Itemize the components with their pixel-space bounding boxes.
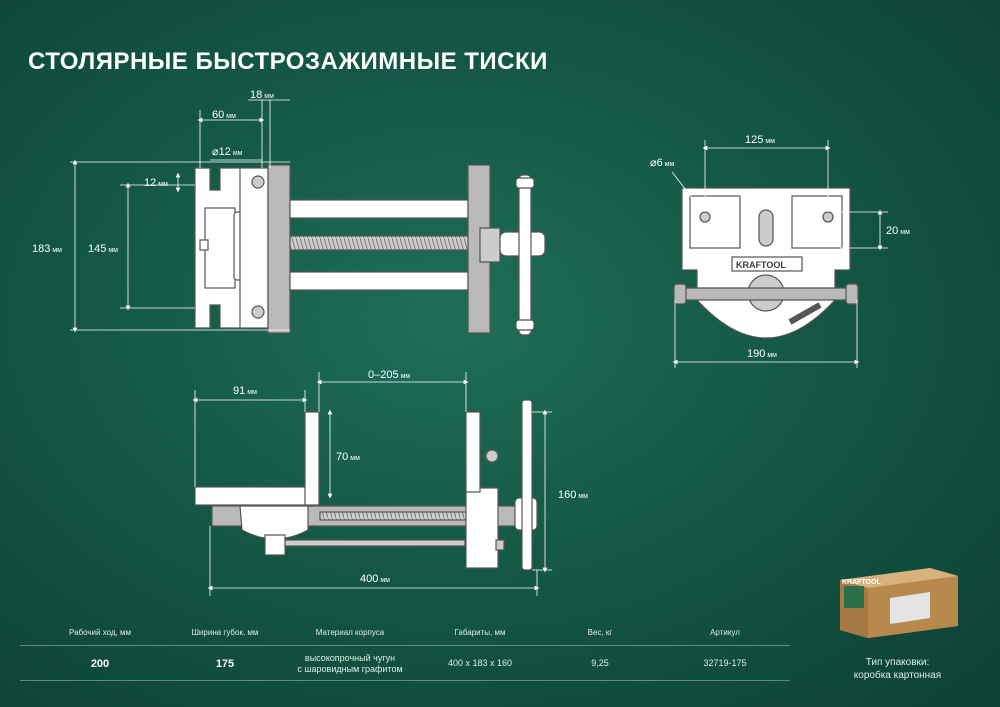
- packaging-label-line1: Тип упаковки:: [865, 657, 930, 668]
- front-jaw-side: [465, 487, 499, 569]
- table-cell: 400 x 183 x 160: [447, 658, 513, 668]
- t-handle: [518, 174, 532, 336]
- handle-bar: [674, 287, 858, 301]
- table-header: Артикул: [710, 628, 740, 637]
- packaging-label-line2: коробка картонная: [853, 670, 942, 681]
- rear-jaw-plate: [267, 164, 291, 334]
- handle-side: [521, 399, 533, 571]
- table-cell: 9,25: [591, 658, 609, 668]
- table-divider: [20, 680, 790, 681]
- brand-logo: KRAFTOOL: [736, 260, 786, 270]
- page-title: СТОЛЯРНЫЕ БЫСТРОЗАЖИМНЫЕ ТИСКИ: [28, 48, 548, 75]
- guide-rod: [289, 199, 469, 219]
- packaging-box: KRAFTOOL: [840, 568, 958, 638]
- table-header: Материал корпуса: [315, 628, 385, 637]
- table-divider: [20, 645, 790, 646]
- table-header: Вес, кг: [587, 628, 613, 637]
- rear-jaw-side: [304, 411, 320, 506]
- table-header: Рабочий ход, мм: [69, 628, 131, 637]
- lead-screw: [289, 235, 476, 251]
- table-cell: 32719-175: [703, 658, 747, 668]
- brand-plate: [731, 256, 803, 272]
- table-cell: 200: [90, 658, 110, 670]
- table-cell: высокопрочный чугун с шаровидным графито…: [297, 653, 403, 674]
- front-view: [673, 187, 859, 339]
- table-cell: 175: [215, 658, 235, 670]
- table-header: Габариты, мм: [454, 628, 506, 637]
- packaging-label: Тип упаковки: коробка картонная: [840, 656, 955, 682]
- table-header: Ширина губок, мм: [191, 628, 259, 637]
- mount-plate: [194, 486, 308, 506]
- release-rod: [284, 539, 466, 547]
- top-view: [194, 164, 546, 336]
- mount-hole: [251, 175, 265, 189]
- slot: [758, 209, 774, 247]
- box-brand: KRAFTOOL: [842, 579, 881, 586]
- nut-block: [239, 505, 309, 540]
- side-view: [194, 399, 538, 571]
- guide-rod: [289, 271, 469, 291]
- release-knob: [485, 449, 499, 463]
